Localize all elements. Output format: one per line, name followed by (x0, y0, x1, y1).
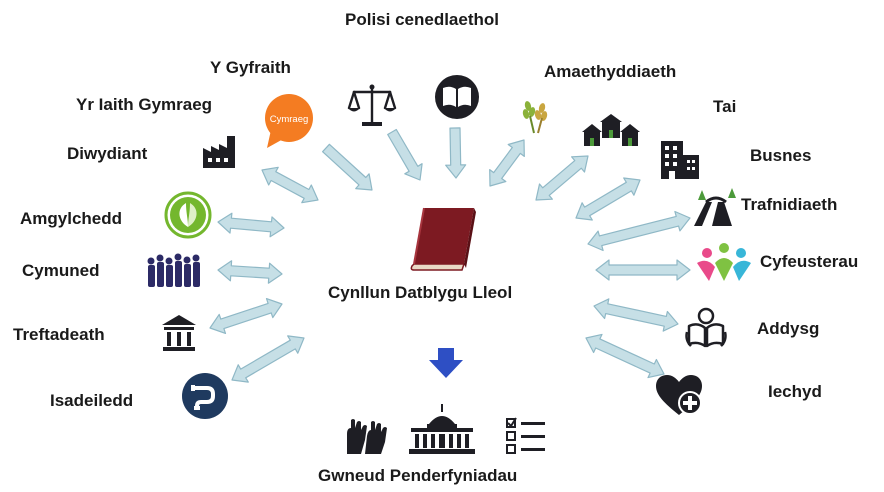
community-label: Cymuned (22, 261, 100, 280)
government-building-icon (407, 404, 477, 456)
checklist-icon (505, 416, 547, 456)
environment-label: Amgylchedd (20, 209, 123, 228)
arrow-welsh (261, 166, 319, 204)
raised-hands-icon (343, 416, 389, 456)
arrow-facilities (595, 259, 691, 281)
pipe-icon (181, 372, 229, 420)
arrow-transport (587, 210, 691, 252)
infrastructure-label: Isadeiledd (50, 391, 134, 410)
facilities-people-icon (695, 241, 753, 283)
arrow-education (593, 298, 679, 332)
arrow-health (585, 333, 665, 379)
law-label: Y Gyfraith (210, 58, 291, 77)
industry-label: Diwydiant (67, 144, 148, 163)
facilities-label: Cyfeusterau (760, 252, 859, 271)
welsh-badge-text: Cymraeg (270, 114, 309, 125)
arrow-law (387, 128, 423, 181)
transport-label: Trafnidiaeth (741, 195, 838, 214)
welsh-language-label: Yr Iaith Gymraeg (76, 95, 213, 114)
health-label: Iechyd (768, 382, 822, 401)
arrow-business (575, 177, 641, 221)
welsh-language-icon: Cymraeg (263, 92, 315, 150)
museum-icon (160, 313, 198, 353)
houses-icon (580, 112, 642, 148)
reading-person-icon (683, 306, 729, 350)
leaf-icon (164, 191, 212, 239)
arrow-heritage (209, 298, 283, 334)
arrow-environment (217, 212, 285, 238)
heritage-label: Treftadeath (13, 325, 105, 344)
office-building-icon (659, 139, 701, 181)
open-book-icon (433, 73, 481, 121)
people-group-icon (146, 251, 204, 289)
housing-label: Tai (713, 97, 737, 116)
down-arrow-icon (428, 348, 464, 380)
national-policy-label: Polisi cenedlaethol (345, 10, 499, 29)
arrow-agriculture (489, 139, 525, 187)
arrow-national-policy (445, 127, 467, 179)
wheat-icon (518, 98, 554, 134)
business-label: Busnes (750, 146, 812, 165)
scales-icon (346, 82, 398, 130)
ldp-book-icon (406, 204, 484, 274)
road-icon (692, 188, 738, 228)
ldp-label: Cynllun Datblygu Lleol (328, 283, 513, 302)
decision-making-label: Gwneud Penderfyniadau (318, 466, 518, 485)
arrow-national-policy-2 (322, 143, 373, 191)
factory-icon (201, 134, 239, 168)
health-heart-icon (654, 373, 704, 417)
arrow-housing (535, 155, 589, 201)
education-label: Addysg (757, 319, 820, 338)
arrow-community (217, 260, 283, 284)
agriculture-label: Amaethyddiaeth (544, 62, 677, 81)
arrow-infrastructure (231, 335, 305, 383)
